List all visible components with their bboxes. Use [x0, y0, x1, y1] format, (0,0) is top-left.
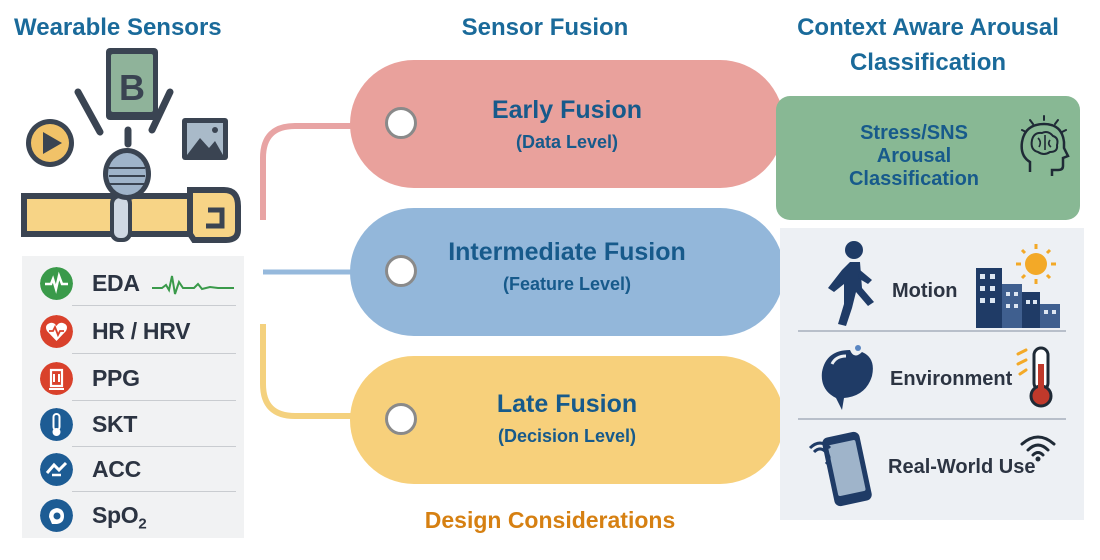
image-icon: [182, 118, 228, 160]
eda-wave-icon: [40, 267, 73, 300]
design-considerations-label: Design Considerations: [424, 507, 676, 533]
early-fusion-subtitle: (Data Level): [515, 132, 619, 152]
brain-head-icon: [1020, 115, 1070, 176]
sensor-label: SKT: [92, 411, 138, 437]
spo2-main: SpO: [92, 502, 139, 528]
thermometer-heat-icon: [1016, 346, 1053, 408]
wearable-illustration: B: [21, 48, 241, 243]
stress-line2: Arousal: [876, 145, 952, 167]
sensor-row-ppg: PPG: [22, 355, 244, 401]
sensor-row-skt: SKT: [22, 401, 244, 447]
accelerometer-icon: [40, 453, 73, 486]
late-fusion-pill: Late Fusion (Decision Level): [350, 356, 784, 484]
book-icon: B: [106, 48, 158, 120]
context-classification-heading: Context Aware Arousal Classification: [770, 10, 1086, 80]
wearable-sensors-heading: Wearable Sensors: [14, 14, 222, 41]
sensor-list: EDA HR / HRV PPG SKT: [22, 256, 244, 538]
intermediate-fusion-title: Intermediate Fusion: [448, 238, 686, 266]
wifi-icon: [1020, 435, 1056, 462]
sensor-label: ACC: [92, 456, 141, 482]
connector-node: [385, 107, 417, 139]
sensor-label: SpO2: [92, 502, 147, 533]
context-label: Motion: [892, 280, 958, 302]
context-heading-line1: Context Aware Arousal: [797, 14, 1059, 41]
early-fusion-pill: Early Fusion (Data Level): [350, 60, 784, 188]
late-fusion-subtitle: (Decision Level): [497, 426, 637, 446]
stress-classification-box: Stress/SNS Arousal Classification: [776, 96, 1080, 220]
connector-node: [385, 255, 417, 287]
play-icon: [26, 119, 74, 167]
context-row-environment: Environment: [780, 332, 1084, 420]
context-label: Real-World Use: [888, 456, 1036, 478]
stress-classification-text: Stress/SNS Arousal Classification: [804, 122, 1024, 191]
heart-pulse-icon: [40, 315, 73, 348]
smartphone-icon: [808, 431, 872, 507]
spo2-icon: [40, 499, 73, 532]
walking-person-icon: [828, 241, 874, 326]
context-label: Environment: [890, 368, 1013, 390]
stress-line3: Classification: [848, 168, 980, 190]
sensor-label: EDA: [92, 270, 140, 296]
environment-icon: [821, 345, 873, 410]
eda-signal-icon: [152, 275, 234, 295]
context-row-real-world: Real-World Use: [780, 420, 1084, 520]
intermediate-fusion-pill: Intermediate Fusion (Feature Level): [350, 208, 784, 336]
sensor-row-eda: EDA: [22, 260, 244, 306]
early-fusion-title: Early Fusion: [491, 96, 643, 124]
context-heading-line2: Classification: [849, 49, 1007, 76]
sensor-label: PPG: [92, 365, 140, 391]
sensor-row-spo2: SpO2: [22, 492, 244, 538]
early-fusion-connector: [260, 123, 395, 220]
context-panel: Motion Environment: [780, 228, 1084, 520]
thermometer-icon: [40, 408, 73, 441]
spo2-subscript: 2: [138, 515, 147, 533]
late-fusion-title: Late Fusion: [496, 390, 638, 418]
ppg-icon: [40, 362, 73, 395]
sensor-label: HR / HRV: [92, 318, 191, 344]
svg-text:B: B: [119, 67, 145, 108]
arm-icon: [21, 187, 241, 243]
sensor-row-hr: HR / HRV: [22, 308, 244, 354]
sensor-row-acc: ACC: [22, 446, 244, 492]
context-row-motion: Motion: [780, 228, 1084, 332]
late-fusion-connector: [260, 324, 395, 419]
city-sun-icon: [976, 244, 1060, 328]
microphone-icon: [103, 148, 151, 242]
stress-line1: Stress/SNS: [860, 122, 968, 144]
connector-node: [385, 403, 417, 435]
sensor-fusion-heading: Sensor Fusion: [461, 14, 629, 41]
intermediate-fusion-subtitle: (Feature Level): [502, 274, 632, 294]
